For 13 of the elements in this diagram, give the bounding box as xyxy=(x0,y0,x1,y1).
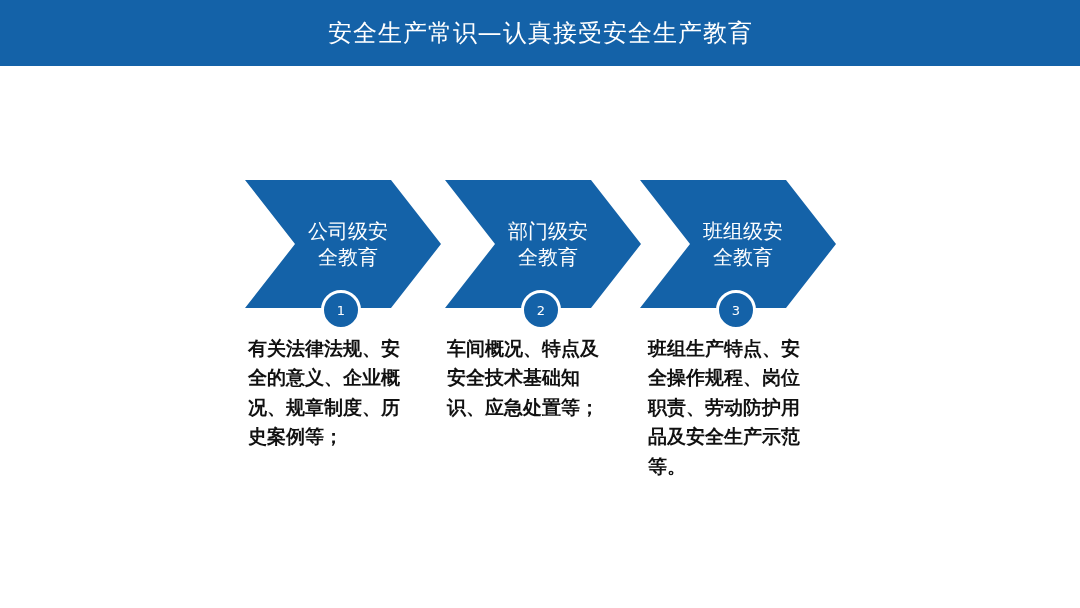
chevron-step xyxy=(640,180,836,308)
title: 安全生产常识—认真接受安全生产教育 xyxy=(327,18,753,49)
step-label: 班组级安全教育 xyxy=(702,218,784,270)
step-description: 车间概况、特点及安全技术基础知识、应急处置等； xyxy=(447,336,600,420)
step-description: 班组生产特点、安全操作规程、岗位职责、劳动防护用品及安全生产示范等。 xyxy=(648,336,801,479)
chevron-step xyxy=(445,180,641,308)
step-label: 部门级安全教育 xyxy=(507,218,589,270)
step-label: 公司级安全教育 xyxy=(307,218,389,270)
chevron-step xyxy=(245,180,441,308)
step-description: 有关法律法规、安全的意义、企业概况、规章制度、历史案例等； xyxy=(248,336,401,450)
step-number: 2 xyxy=(521,290,561,330)
step-number: 3 xyxy=(716,290,756,330)
step-number: 1 xyxy=(321,290,361,330)
